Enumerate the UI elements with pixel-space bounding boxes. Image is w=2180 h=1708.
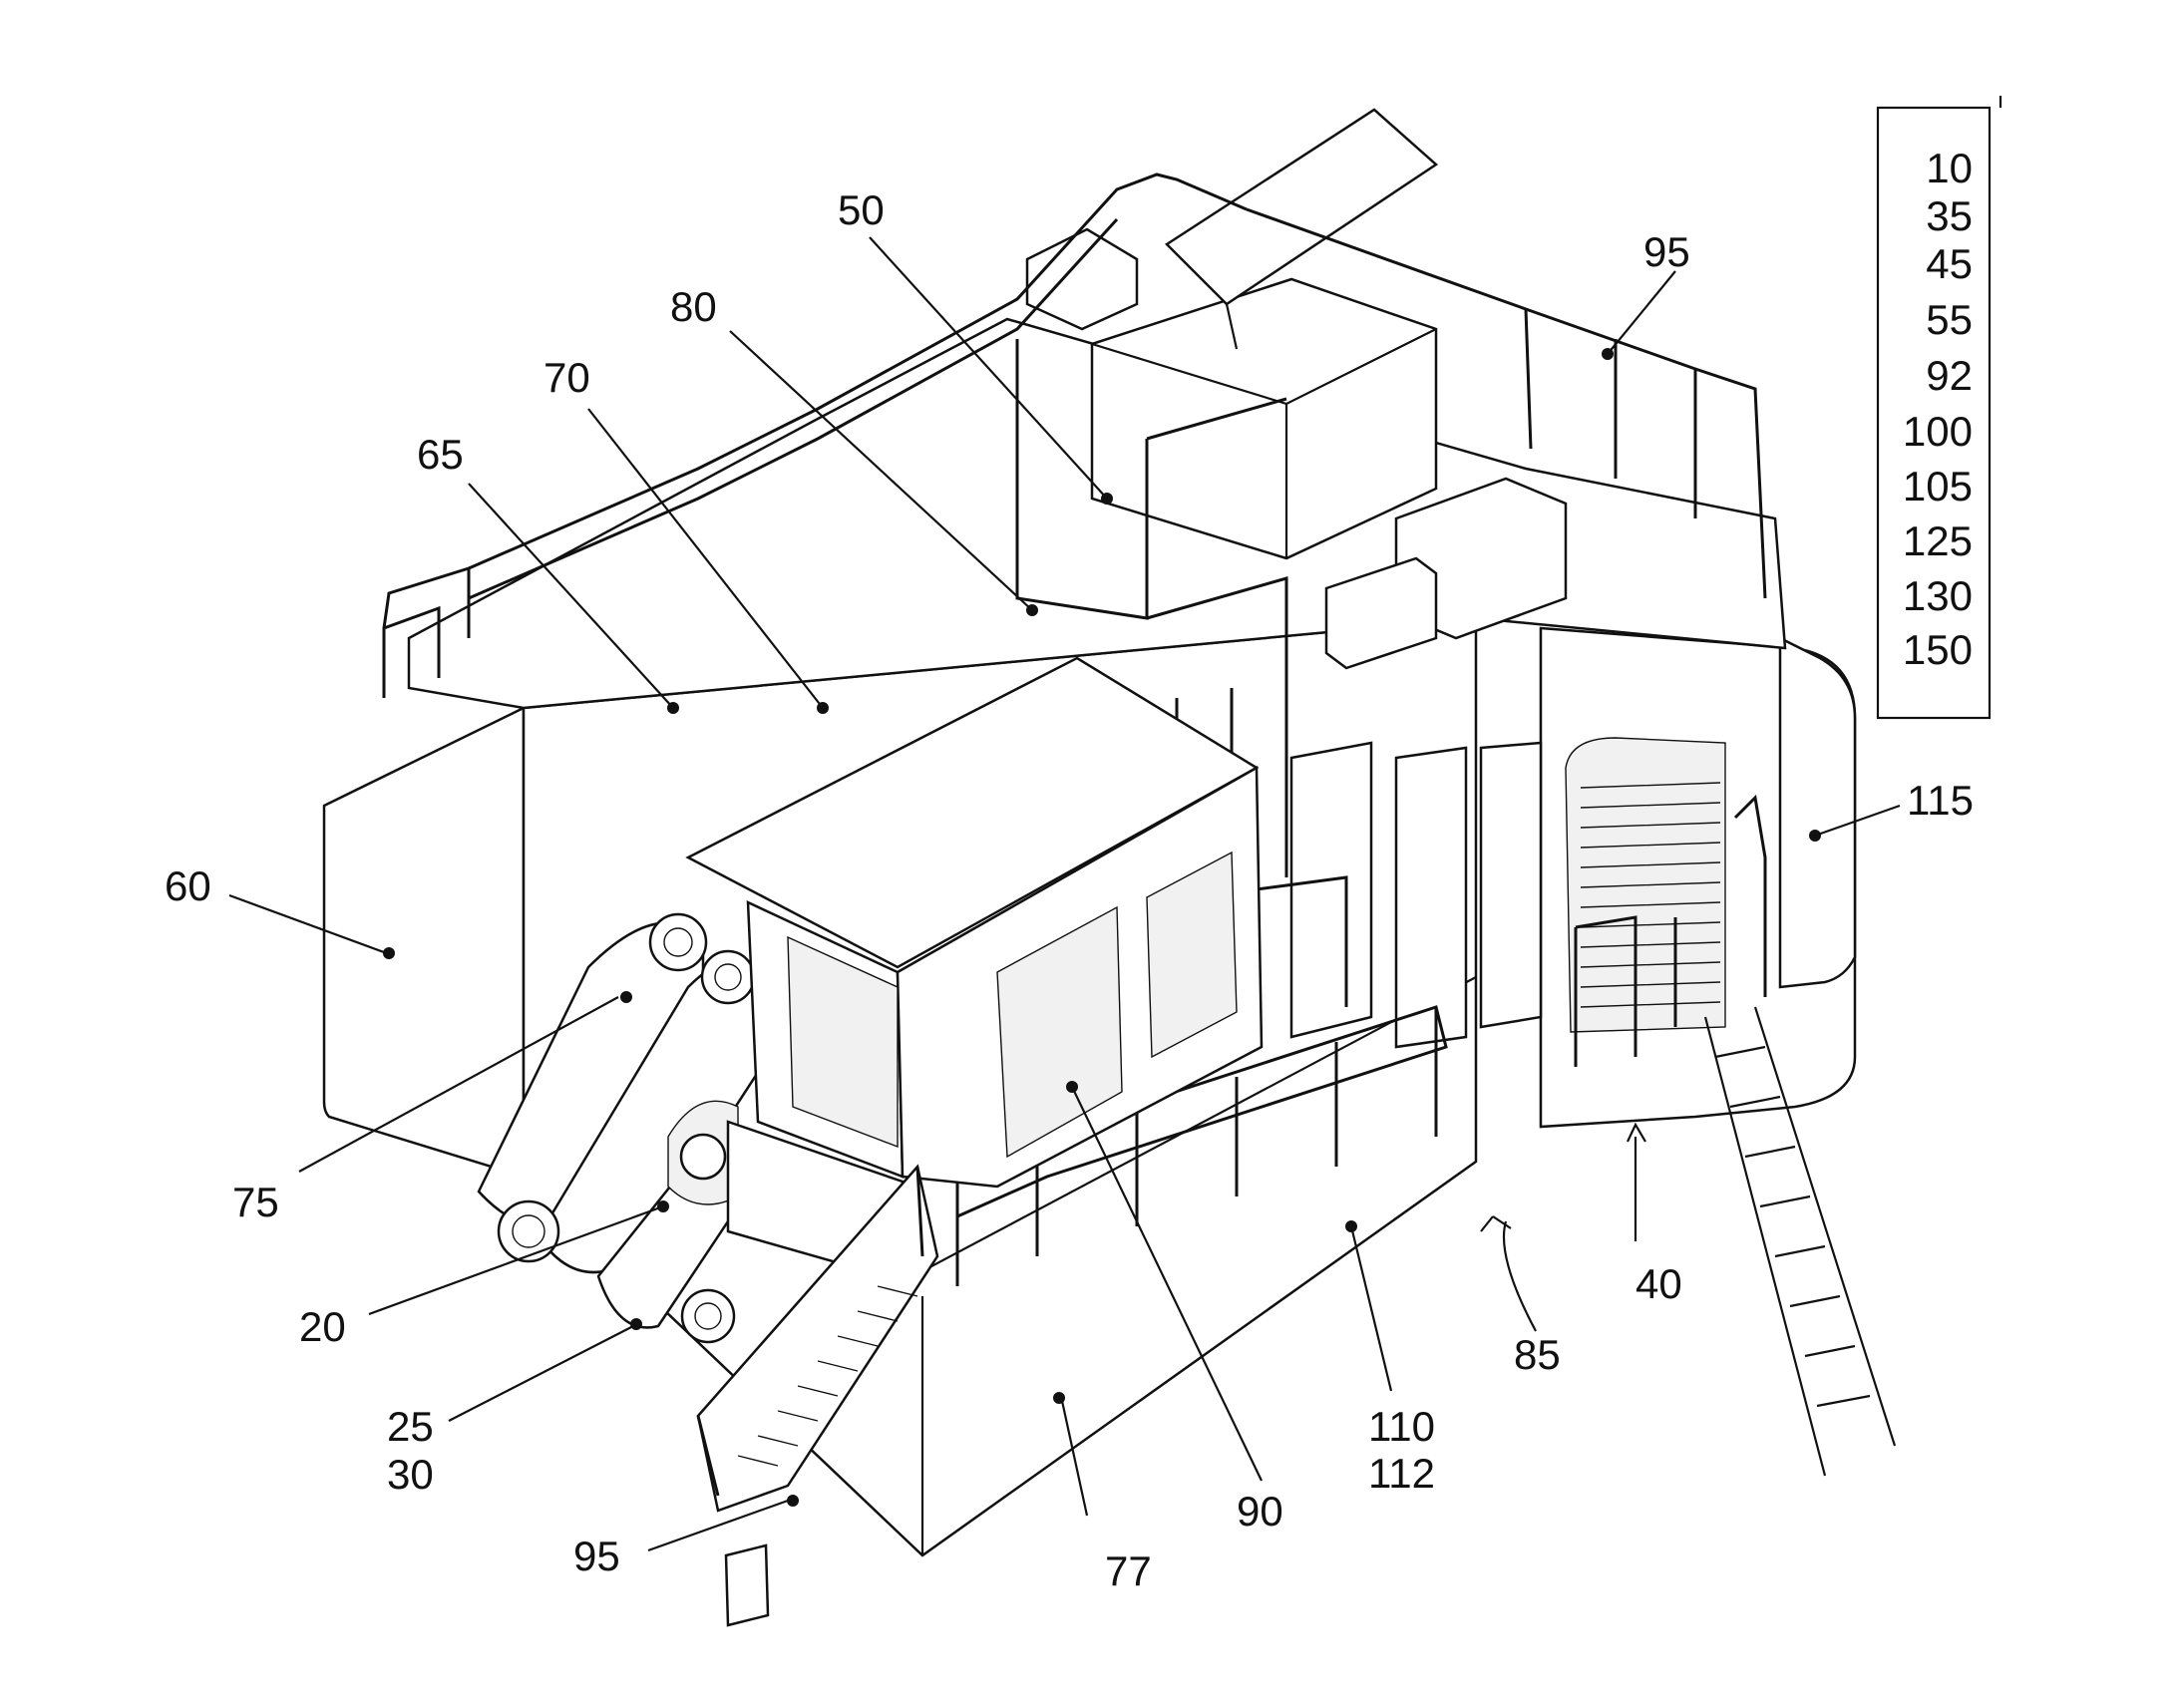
label-50: 50 xyxy=(838,186,885,233)
label-55: 55 xyxy=(1926,296,1973,343)
label-45: 45 xyxy=(1926,240,1973,287)
upper-deck xyxy=(407,108,1787,1049)
label-77: 77 xyxy=(1105,1547,1152,1594)
label-100: 100 xyxy=(1903,408,1973,455)
label-25: 25 xyxy=(387,1403,434,1450)
reference-list-box xyxy=(1876,106,1992,720)
label-40: 40 xyxy=(1635,1260,1682,1307)
front-stairway xyxy=(696,1164,939,1627)
label-70: 70 xyxy=(544,354,590,401)
label-35: 35 xyxy=(1926,192,1973,239)
label-115: 115 xyxy=(1907,777,1974,824)
label-130: 130 xyxy=(1903,572,1973,619)
label-60: 60 xyxy=(165,862,211,909)
operator-cab xyxy=(685,656,1264,1283)
label-95-top: 95 xyxy=(1643,228,1690,275)
label-112: 112 xyxy=(1368,1450,1435,1497)
label-20: 20 xyxy=(299,1303,346,1350)
label-65: 65 xyxy=(417,431,464,478)
label-150: 150 xyxy=(1903,626,1973,673)
label-75: 75 xyxy=(232,1179,279,1225)
label-80: 80 xyxy=(670,283,717,330)
reference-dots xyxy=(383,348,1821,1507)
label-125: 125 xyxy=(1903,517,1973,564)
label-95-bottom: 95 xyxy=(573,1533,620,1579)
label-group: 10 35 45 55 92 100 105 125 130 150 50 80… xyxy=(165,145,1974,1594)
side-ladder xyxy=(1703,1006,1897,1477)
leader-lines xyxy=(228,96,2002,1552)
label-105: 105 xyxy=(1903,463,1973,510)
label-110: 110 xyxy=(1368,1403,1435,1450)
boom-structure xyxy=(477,912,770,1344)
vent-grille xyxy=(1580,782,1721,1008)
label-85: 85 xyxy=(1514,1331,1561,1378)
label-30: 30 xyxy=(387,1451,434,1498)
label-10: 10 xyxy=(1926,145,1973,191)
label-92: 92 xyxy=(1926,352,1973,399)
label-90: 90 xyxy=(1237,1488,1283,1535)
